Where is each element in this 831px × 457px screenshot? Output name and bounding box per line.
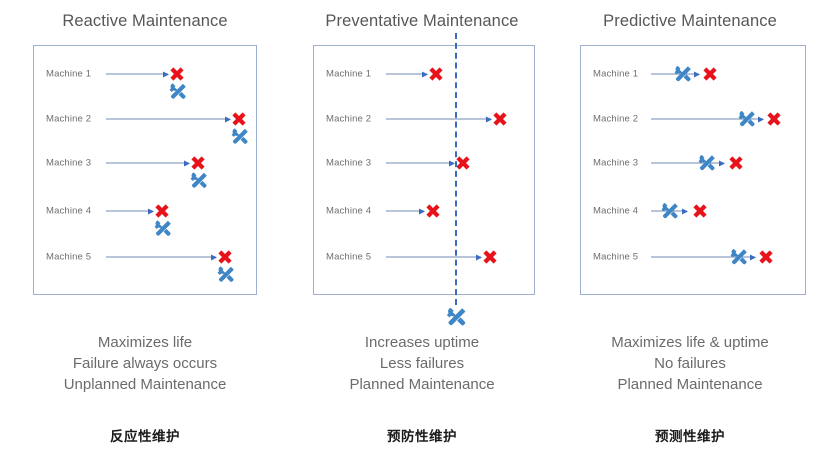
machine-label: Machine 3 [46,157,92,169]
machine-label: Machine 5 [326,251,372,263]
panel-box-preventative: Machine 1 Machine 2 Machine 3 [313,45,535,295]
panel-caption-cn-predictive: 预测性维护 [655,429,725,444]
caption-line: Increases uptime [364,334,480,351]
table-row: Machine 2 [34,108,256,144]
red-x-icon [216,248,234,266]
machine-rows-reactive: Machine 1 Machine 2 [34,46,256,294]
red-x-icon [424,202,442,220]
table-row: Machine 5 [314,246,534,268]
caption-line: Planned Maintenance [349,376,495,393]
wrench-screwdriver-icon [728,247,749,268]
panel-caption-reactive: Maximizes life Failure always occurs Unp… [22,332,268,395]
red-x-icon [765,110,783,128]
arrow-right-icon [106,118,230,120]
table-row: Machine 5 [34,246,256,282]
arrow-right-icon [386,73,427,75]
red-x-icon [481,248,499,266]
table-row: Machine 4 [581,200,805,222]
machine-label: Machine 3 [593,157,639,169]
red-x-icon [427,65,445,83]
caption-line: Planned Maintenance [617,376,763,393]
panel-caption-predictive: Maximizes life & uptime No failures Plan… [564,332,816,395]
table-row: Machine 2 [581,108,805,130]
table-row: Machine 3 [314,152,534,174]
machine-label: Machine 4 [326,205,372,217]
panel-box-reactive: Machine 1 Machine 2 [33,45,257,295]
panel-caption-preventative: Increases uptime Less failures Planned M… [296,332,548,395]
arrow-right-icon [386,256,481,258]
machine-rows-predictive: Machine 1 Machine 2 [581,46,805,294]
panel-preventative: Preventative Maintenance Machine 1 Machi… [296,0,548,457]
machine-label: Machine 5 [46,251,92,263]
table-row: Machine 4 [314,200,534,222]
machine-label: Machine 5 [593,251,639,263]
wrench-screwdriver-icon [696,153,717,174]
wrench-screwdriver-icon [167,81,188,102]
red-x-icon [189,154,207,172]
machine-label: Machine 3 [326,157,372,169]
wrench-screwdriver-icon [152,218,173,239]
machine-label: Machine 1 [593,68,639,80]
panel-title-predictive: Predictive Maintenance [603,12,777,30]
arrow-right-icon [651,162,724,164]
wrench-screwdriver-icon [659,201,680,222]
machine-label: Machine 4 [593,205,639,217]
wrench-screwdriver-icon [444,305,468,329]
arrow-right-icon [386,210,424,212]
wrench-screwdriver-icon [736,109,757,130]
machine-label: Machine 1 [326,68,372,80]
arrow-right-icon [106,256,216,258]
panel-reactive: Reactive Maintenance Machine 1 Machine 2 [22,0,268,457]
caption-line: No failures [654,355,726,372]
panel-box-predictive: Machine 1 Machine 2 [580,45,806,295]
panel-caption-cn-preventative: 预防性维护 [387,429,457,444]
arrow-right-icon [386,162,454,164]
table-row: Machine 4 [34,200,256,236]
arrow-right-icon [106,210,153,212]
machine-label: Machine 2 [326,113,372,125]
red-x-icon [153,202,171,220]
caption-line: Unplanned Maintenance [63,376,227,393]
table-row: Machine 2 [314,108,534,130]
wrench-screwdriver-icon [229,126,250,147]
red-x-icon [727,154,745,172]
panel-predictive: Predictive Maintenance Machine 1 Machine… [564,0,816,457]
table-row: Machine 1 [314,63,534,85]
caption-line: Failure always occurs [72,355,218,372]
red-x-icon [168,65,186,83]
table-row: Machine 1 [34,63,256,99]
machine-label: Machine 2 [593,113,639,125]
red-x-icon [701,65,719,83]
wrench-screwdriver-icon [188,170,209,191]
red-x-icon [491,110,509,128]
machine-label: Machine 1 [46,68,92,80]
panel-caption-cn-reactive: 反应性维护 [110,429,180,444]
panel-title-reactive: Reactive Maintenance [62,12,228,30]
red-x-icon [757,248,775,266]
caption-line: Maximizes life & uptime [611,334,769,351]
maintenance-threshold-line [455,33,457,305]
caption-line: Less failures [379,355,465,372]
wrench-screwdriver-icon [672,64,693,85]
table-row: Machine 1 [581,63,805,85]
red-x-icon [454,154,472,172]
arrow-right-icon [106,73,168,75]
machine-label: Machine 2 [46,113,92,125]
table-row: Machine 5 [581,246,805,268]
arrow-right-icon [651,256,755,258]
panel-title-preventative: Preventative Maintenance [325,12,519,30]
arrow-right-icon [386,118,491,120]
arrow-right-icon [106,162,189,164]
machine-rows-preventative: Machine 1 Machine 2 Machine 3 [314,46,534,294]
arrow-right-icon [651,73,699,75]
red-x-icon [691,202,709,220]
wrench-screwdriver-icon [215,264,236,285]
machine-label: Machine 4 [46,205,92,217]
caption-line: Maximizes life [97,334,193,351]
table-row: Machine 3 [34,152,256,188]
table-row: Machine 3 [581,152,805,174]
red-x-icon [230,110,248,128]
arrow-right-icon [651,118,763,120]
